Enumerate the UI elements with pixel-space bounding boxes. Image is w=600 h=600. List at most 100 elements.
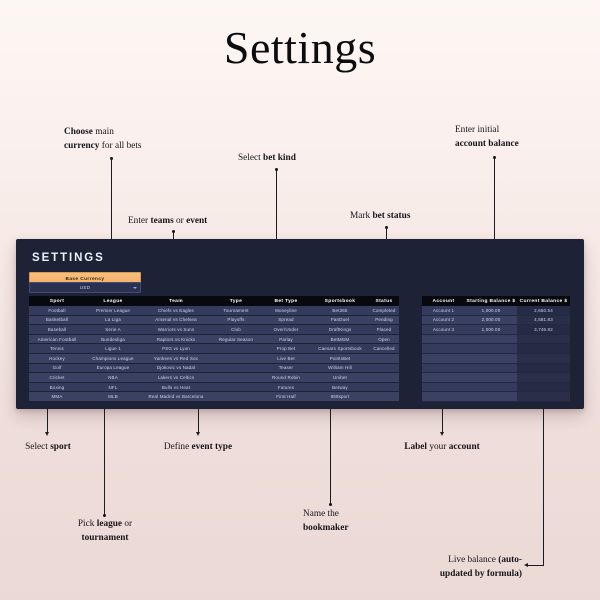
- base-currency-select[interactable]: USD: [29, 282, 141, 293]
- table-cell[interactable]: Real Madrid vs Barcelona: [141, 391, 211, 402]
- table-cell[interactable]: Djokovic vs Nadal: [141, 363, 211, 374]
- table-row[interactable]: [422, 382, 570, 393]
- table-row[interactable]: [422, 391, 570, 402]
- table-cell[interactable]: Europa League: [85, 363, 141, 374]
- table-cell[interactable]: Cricket: [29, 372, 85, 383]
- table-cell[interactable]: [422, 391, 465, 402]
- table-cell[interactable]: Baseball: [29, 324, 85, 335]
- table-cell[interactable]: [369, 353, 399, 364]
- table-cell[interactable]: Spread: [261, 315, 311, 326]
- table-cell[interactable]: Basketball: [29, 315, 85, 326]
- table-cell[interactable]: Prop Bet: [261, 343, 311, 354]
- table-cell[interactable]: [422, 382, 465, 393]
- table-cell[interactable]: [517, 391, 570, 402]
- table-cell[interactable]: [211, 382, 261, 393]
- table-cell[interactable]: Chiefs vs Eagles: [141, 306, 211, 316]
- table-cell[interactable]: MMA: [29, 391, 85, 402]
- table-cell[interactable]: Pending: [369, 315, 399, 326]
- table-cell[interactable]: [211, 353, 261, 364]
- table-cell[interactable]: 2,650.54: [517, 306, 570, 316]
- table-row[interactable]: [422, 334, 570, 345]
- table-cell[interactable]: NFL: [85, 382, 141, 393]
- table-cell[interactable]: 4,581.83: [517, 315, 570, 326]
- table-cell[interactable]: FanDuel: [311, 315, 369, 326]
- table-cell[interactable]: 888sport: [311, 391, 369, 402]
- table-row[interactable]: [422, 343, 570, 354]
- table-cell[interactable]: 3,746.82: [517, 324, 570, 335]
- table-cell[interactable]: Cancelled: [369, 343, 399, 354]
- table-cell[interactable]: Bundesliga: [85, 334, 141, 345]
- table-cell[interactable]: [211, 372, 261, 383]
- table-cell[interactable]: Futures: [261, 382, 311, 393]
- table-cell[interactable]: DraftKings: [311, 324, 369, 335]
- table-cell[interactable]: Over/Under: [261, 324, 311, 335]
- table-cell[interactable]: Round Robin: [261, 372, 311, 383]
- table-cell[interactable]: 1,000.00: [465, 324, 517, 335]
- table-cell[interactable]: American Football: [29, 334, 85, 345]
- table-cell[interactable]: Parlay: [261, 334, 311, 345]
- table-cell[interactable]: PointsBet: [311, 353, 369, 364]
- table-row[interactable]: [422, 353, 570, 364]
- table-cell[interactable]: [465, 382, 517, 393]
- table-cell[interactable]: Playoffs: [211, 315, 261, 326]
- table-cell[interactable]: Tournament: [211, 306, 261, 316]
- table-cell[interactable]: Tennis: [29, 343, 85, 354]
- table-row[interactable]: [422, 363, 570, 374]
- table-cell[interactable]: [422, 372, 465, 383]
- table-cell[interactable]: Teaser: [261, 363, 311, 374]
- table-cell[interactable]: Account 3: [422, 324, 465, 335]
- table-cell[interactable]: Completed: [369, 306, 399, 316]
- table-cell[interactable]: Champions League: [85, 353, 141, 364]
- table-cell[interactable]: [517, 353, 570, 364]
- table-cell[interactable]: [465, 372, 517, 383]
- table-cell[interactable]: [517, 372, 570, 383]
- table-cell[interactable]: William Hill: [311, 363, 369, 374]
- table-cell[interactable]: [369, 372, 399, 383]
- table-row[interactable]: [422, 372, 570, 383]
- table-cell[interactable]: Account 1: [422, 306, 465, 316]
- table-cell[interactable]: Golf: [29, 363, 85, 374]
- table-cell[interactable]: [369, 391, 399, 402]
- table-cell[interactable]: Boxing: [29, 382, 85, 393]
- table-cell[interactable]: BetMGM: [311, 334, 369, 345]
- table-cell[interactable]: Bulls vs Heat: [141, 382, 211, 393]
- table-cell[interactable]: [369, 363, 399, 374]
- table-cell[interactable]: Football: [29, 306, 85, 316]
- table-cell[interactable]: Warriors vs Suns: [141, 324, 211, 335]
- table-cell[interactable]: Account 2: [422, 315, 465, 326]
- table-cell[interactable]: [517, 334, 570, 345]
- table-cell[interactable]: [422, 363, 465, 374]
- table-cell[interactable]: Yankees vs Red Sox: [141, 353, 211, 364]
- table-cell[interactable]: [211, 391, 261, 402]
- table-cell[interactable]: Premier League: [85, 306, 141, 316]
- table-cell[interactable]: 1,000.00: [465, 306, 517, 316]
- table-cell[interactable]: [517, 343, 570, 354]
- table-cell[interactable]: [465, 343, 517, 354]
- table-cell[interactable]: Bet365: [311, 306, 369, 316]
- table-cell[interactable]: Serie A: [85, 324, 141, 335]
- table-cell[interactable]: [369, 382, 399, 393]
- table-cell[interactable]: [422, 334, 465, 345]
- table-cell[interactable]: La Liga: [85, 315, 141, 326]
- table-cell[interactable]: [517, 382, 570, 393]
- table-cell[interactable]: [465, 353, 517, 364]
- table-cell[interactable]: [465, 334, 517, 345]
- table-cell[interactable]: [517, 363, 570, 374]
- table-cell[interactable]: Lakers vs Celtics: [141, 372, 211, 383]
- table-cell[interactable]: Regular Season: [211, 334, 261, 345]
- table-cell[interactable]: 2,000.00: [465, 315, 517, 326]
- table-cell[interactable]: Unibet: [311, 372, 369, 383]
- table-cell[interactable]: First Half: [261, 391, 311, 402]
